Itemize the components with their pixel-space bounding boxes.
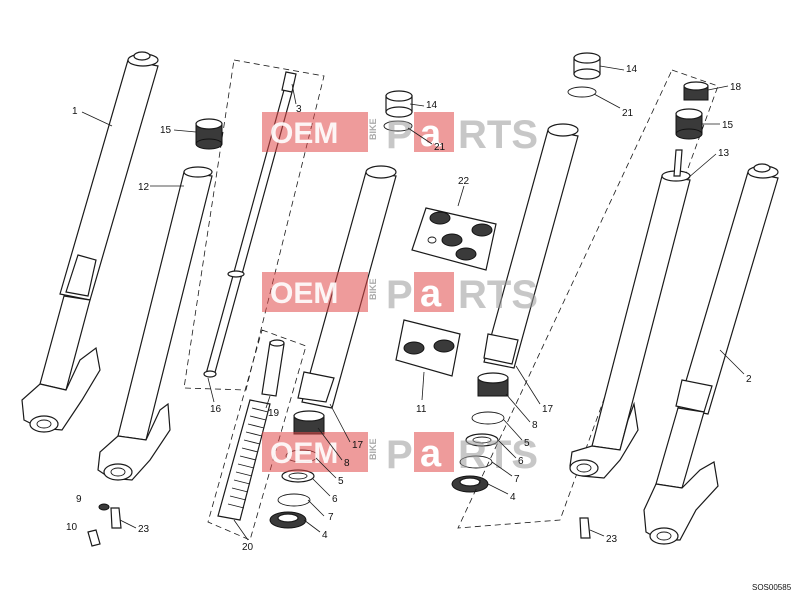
valve-block-22[interactable] [411, 207, 497, 271]
callout-18: 18 [730, 82, 742, 93]
spring-20[interactable] [217, 399, 271, 521]
callout-7-right: 7 [514, 474, 520, 485]
watermark-middle: OEM BIKE P a RTS [262, 272, 538, 317]
seal-6-right[interactable] [465, 433, 499, 447]
callout-11: 11 [416, 404, 427, 415]
svg-text:BIKE: BIKE [368, 118, 378, 140]
svg-text:OEM: OEM [270, 117, 338, 150]
callout-14-left: 14 [426, 100, 438, 111]
svg-text:a: a [420, 273, 442, 315]
callout-2: 2 [746, 374, 752, 385]
group-outline-right [457, 69, 719, 529]
oring-21-right[interactable] [567, 86, 597, 98]
fork-leg-left[interactable] [21, 51, 159, 433]
leader-lines [81, 65, 745, 541]
callout-19: 19 [268, 408, 280, 419]
svg-text:a: a [420, 433, 442, 475]
callout-15-right: 15 [722, 120, 734, 131]
inner-tube-13[interactable] [569, 149, 691, 479]
callout-8-right: 8 [532, 420, 538, 431]
callout-6-right: 6 [518, 456, 524, 467]
diagram-code: SOS00585 [752, 583, 792, 592]
callout-4-right: 4 [510, 492, 516, 503]
callout-8-left: 8 [344, 458, 350, 469]
inner-tube-12[interactable] [97, 166, 213, 481]
dust-seal-4-left[interactable] [269, 511, 307, 529]
dust-seal-4-right[interactable] [451, 475, 489, 493]
group-outline-rod [183, 59, 325, 391]
callout-16: 16 [210, 404, 222, 415]
svg-text:P: P [386, 433, 413, 477]
bushing-8-right[interactable] [477, 372, 509, 397]
callout-5-left: 5 [338, 476, 344, 487]
rod-16[interactable] [203, 71, 297, 378]
svg-text:RTS: RTS [458, 113, 538, 157]
svg-text:RTS: RTS [458, 273, 538, 317]
callout-22: 22 [458, 176, 470, 187]
bolt-23-right[interactable] [579, 517, 591, 539]
callout-13: 13 [718, 148, 730, 159]
valve-block-11[interactable] [395, 319, 461, 377]
clip-7-left[interactable] [277, 493, 311, 507]
svg-text:BIKE: BIKE [368, 438, 378, 460]
fork-leg-right[interactable] [643, 163, 779, 545]
oring-21-left[interactable] [383, 120, 413, 132]
callout-9: 9 [76, 494, 82, 505]
bolt-23-left[interactable] [110, 507, 122, 529]
callout-17-right: 17 [542, 404, 554, 415]
callout-17-left: 17 [352, 440, 364, 451]
watermark-bottom: OEM BIKE P a RTS [262, 432, 538, 477]
washer-5-right[interactable] [471, 411, 505, 425]
bolt-10[interactable] [87, 529, 101, 547]
bushing-18[interactable] [683, 81, 709, 101]
bushing-15-right[interactable] [675, 108, 703, 140]
seal-6-left[interactable] [281, 469, 315, 483]
callout-3: 3 [296, 104, 302, 115]
callout-10: 10 [66, 522, 78, 533]
cap-14-right[interactable] [573, 52, 601, 80]
cap-14-left[interactable] [385, 90, 413, 118]
callout-15-left: 15 [160, 125, 172, 136]
svg-text:P: P [386, 113, 413, 157]
svg-text:OEM: OEM [270, 277, 338, 310]
callout-4-left: 4 [322, 530, 328, 541]
callout-7-left: 7 [328, 512, 334, 523]
spacer-19[interactable] [261, 339, 285, 397]
svg-text:P: P [386, 273, 413, 317]
group-outline-spring [207, 329, 307, 541]
svg-text:BIKE: BIKE [368, 278, 378, 300]
watermark-top: OEM BIKE P a RTS [262, 112, 538, 157]
bushing-15-left[interactable] [195, 118, 223, 150]
callout-23-right: 23 [606, 534, 618, 545]
callout-6-left: 6 [332, 494, 338, 505]
svg-text:a: a [420, 113, 442, 155]
callout-21-right: 21 [622, 108, 634, 119]
callout-1: 1 [72, 106, 78, 117]
callout-14-right: 14 [626, 64, 638, 75]
bushing-8-left[interactable] [293, 410, 325, 435]
callout-labels: 1 15 12 3 16 19 20 9 10 23 14 21 17 8 5 … [66, 64, 752, 553]
callout-20: 20 [242, 542, 254, 553]
callout-23-left: 23 [138, 524, 150, 535]
washer-9[interactable] [98, 503, 110, 511]
callout-5-right: 5 [524, 438, 530, 449]
callout-21-left: 21 [434, 142, 446, 153]
callout-12: 12 [138, 182, 150, 193]
fork-tube-17-right[interactable] [483, 123, 579, 369]
svg-text:OEM: OEM [270, 437, 338, 470]
